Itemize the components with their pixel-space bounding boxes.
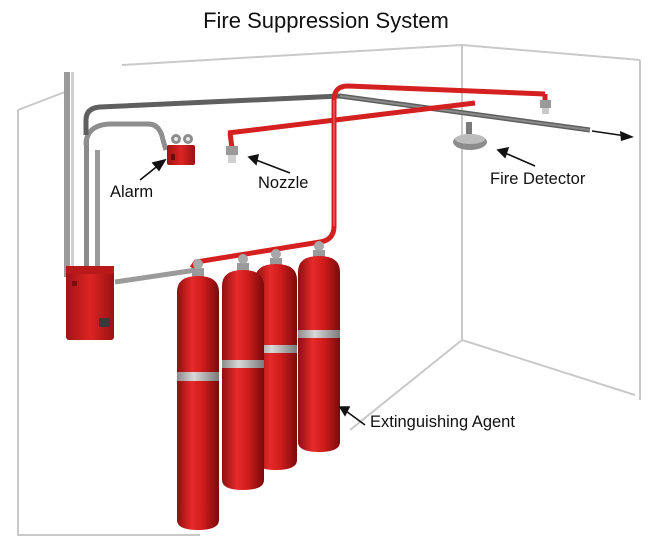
alarm-label: Alarm [110,183,154,201]
callout-arrows [139,146,536,426]
nozzle [226,146,238,163]
control-panel [66,266,114,340]
fire-detector-arrow [496,146,536,167]
alarm-wiring-pipe [83,121,169,151]
cylinder-1 [177,259,219,530]
agent-cylinders [177,241,340,530]
detector-line-pipe [83,93,591,135]
diagram-title: Fire Suppression System [203,8,449,33]
line-continue-arrow [591,130,634,141]
alarm-arrow [139,158,167,181]
cylinder-3 [255,249,297,470]
fire-detector-label: Fire Detector [490,170,586,188]
extinguishing-agent-label: Extinguishing Agent [370,413,515,431]
ceiling-nozzle-right [540,100,551,114]
manifold-gray-pipe [114,267,197,285]
alarm-device [167,134,195,165]
fire-detector [453,122,487,150]
nozzle-label: Nozzle [258,174,309,192]
cylinder-2 [222,254,264,490]
cylinder-4 [298,241,340,452]
vertical-conduits [64,72,100,278]
extinguishing-agent-arrow [338,406,366,426]
nozzle-arrow [247,153,291,174]
